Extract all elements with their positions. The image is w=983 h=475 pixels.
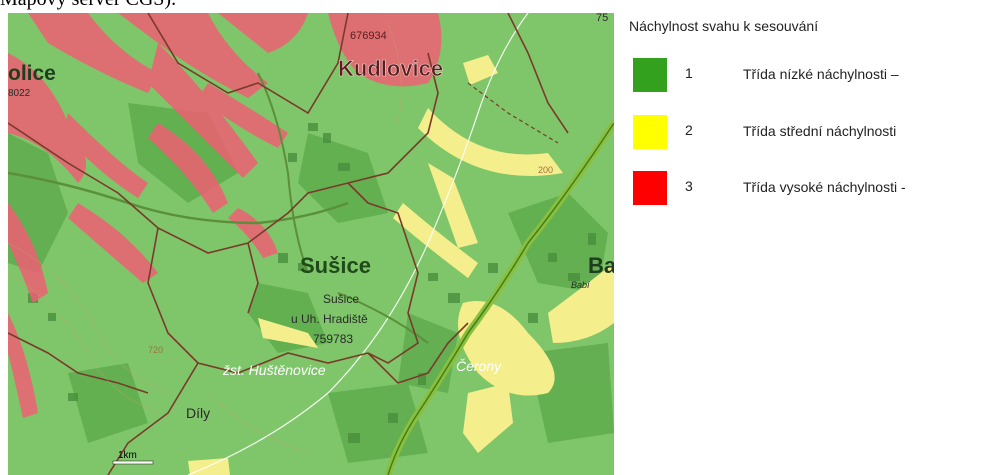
building-blocks <box>28 123 596 443</box>
label-code-top-right: 75 <box>596 13 608 24</box>
label-susice-small: Sušice <box>323 292 359 306</box>
legend-number-3: 3 <box>685 178 693 194</box>
label-ba: Ba <box>588 253 614 278</box>
contour-lines <box>8 22 402 454</box>
label-u-uh-hradiste: u Uh. Hradiště <box>291 312 368 326</box>
label-kudlovice: Kudlovice <box>338 56 443 81</box>
legend-item-2: 2 Třída střední náchylnosti <box>633 115 983 149</box>
medium-susceptibility-zones <box>188 55 614 475</box>
legend-label-2: Třída střední náchylnosti <box>743 123 897 139</box>
legend-item-3: 3 Třída vysoké náchylnosti - <box>633 171 983 205</box>
legend-number-2: 2 <box>685 122 693 138</box>
label-elevation-1: 720 <box>148 345 163 355</box>
label-code-susice: 759783 <box>313 332 353 346</box>
legend-swatch-2 <box>633 115 667 149</box>
boundary-dashed <box>467 82 559 144</box>
figure-caption: Mapový server ČGS). <box>0 0 176 11</box>
roads <box>8 13 614 475</box>
high-susceptibility-zones <box>8 13 442 418</box>
label-cerony: Čerony <box>456 358 502 374</box>
legend-swatch-3 <box>633 171 667 205</box>
legend-number-1: 1 <box>685 65 693 81</box>
label-code-kudlovice: 676934 <box>350 30 387 42</box>
scale-label: 1km <box>118 450 137 461</box>
scale-bar: 1km <box>112 450 154 465</box>
legend: Náchylnost svahu k sesouvání 1 Třída níz… <box>629 12 983 312</box>
landslide-susceptibility-map[interactable]: Kudlovice olice Sušice Sušice u Uh. Hrad… <box>8 13 614 475</box>
label-babi: Babí <box>571 280 591 290</box>
label-zst-hustenovice: žst. Huštěnovice <box>222 362 326 378</box>
legend-title: Náchylnost svahu k sesouvání <box>629 18 819 34</box>
legend-label-1: Třída nízké náchylnosti – <box>743 66 899 82</box>
legend-label-3: Třída vysoké náchylnosti - <box>743 179 906 195</box>
label-code-left: 8022 <box>8 88 31 99</box>
label-dily: Díly <box>186 405 210 421</box>
label-olice: olice <box>8 62 56 85</box>
cadastral-boundaries <box>8 13 569 475</box>
label-susice-big: Sušice <box>300 253 371 278</box>
legend-swatch-1 <box>633 58 667 92</box>
legend-item-1: 1 Třída nízké náchylnosti – <box>633 58 983 92</box>
label-elevation-2: 200 <box>538 165 553 175</box>
